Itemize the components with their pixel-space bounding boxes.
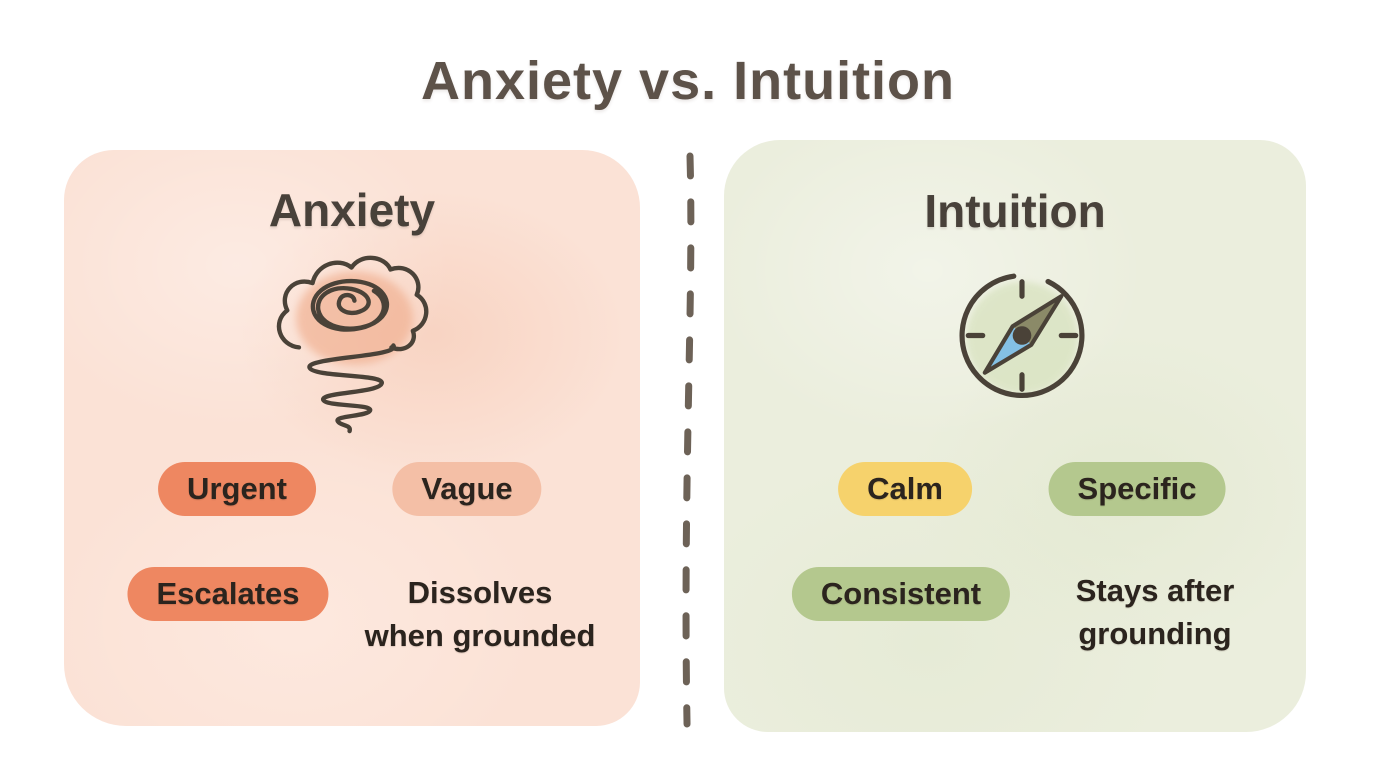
pill-consistent: Consistent	[791, 567, 1011, 621]
anxiety-note-line-2: when grounded	[364, 617, 596, 653]
pill-specific: Specific	[1048, 462, 1226, 516]
page-title: Anxiety vs. Intuition	[420, 51, 956, 111]
pill-urgent: Urgent	[158, 462, 316, 516]
anxiety-note-line-1: Dissolves	[407, 575, 553, 610]
anxiety-note: Dissolves when grounded	[365, 572, 596, 658]
pill-escalates: Escalates	[127, 567, 329, 621]
intuition-heading: Intuition	[924, 185, 1106, 237]
cloud-outline	[276, 255, 429, 434]
pill-vague: Vague	[392, 462, 542, 516]
scribble-storm-cloud-icon	[260, 250, 445, 440]
intuition-note: Stays after grounding	[1076, 570, 1235, 656]
intuition-panel: Intuition Calm Specific Consistent Stays…	[724, 140, 1306, 732]
pill-calm: Calm	[838, 462, 972, 516]
anxiety-panel: Anxiety Urgent Vague Escalates Dissolves…	[64, 150, 640, 726]
anxiety-heading: Anxiety	[268, 184, 436, 236]
compass-dial	[959, 272, 1085, 399]
intuition-note-line-1: Stays after	[1075, 573, 1235, 608]
compass-icon	[945, 258, 1100, 418]
intuition-note-line-2: grounding	[1078, 615, 1232, 651]
dashed-divider	[674, 150, 702, 735]
compass-needle	[982, 294, 1064, 375]
